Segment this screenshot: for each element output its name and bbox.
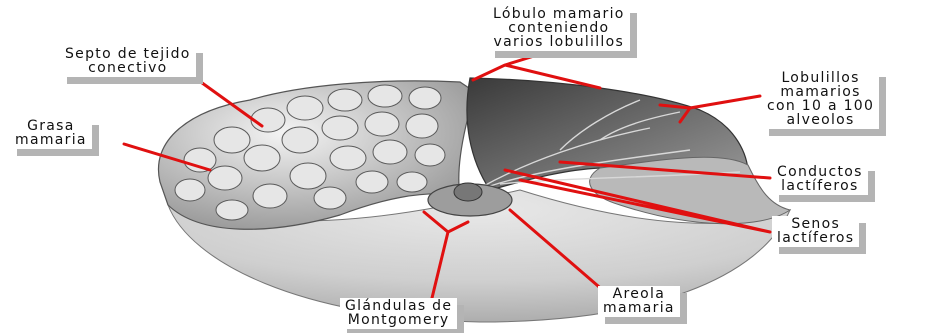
label-lobulillos-mamarios: Lobulillos mamarios con 10 a 100 alveolo… bbox=[762, 70, 879, 129]
nipple bbox=[454, 183, 482, 201]
label-senos-lactiferos: Senos lactíferos bbox=[772, 216, 859, 247]
label-conductos-lactiferos: Conductos lactíferos bbox=[772, 164, 868, 195]
label-areola-mamaria: Areola mamaria bbox=[598, 286, 680, 317]
label-septo-tejido-conectivo: Septo de tejido conectivo bbox=[60, 46, 196, 77]
label-lobulo-mamario: Lóbulo mamario conteniendo varios lobuli… bbox=[488, 6, 630, 51]
label-glandulas-montgomery: Glándulas de Montgomery bbox=[340, 298, 457, 329]
label-grasa-mamaria: Grasa mamaria bbox=[10, 118, 92, 149]
